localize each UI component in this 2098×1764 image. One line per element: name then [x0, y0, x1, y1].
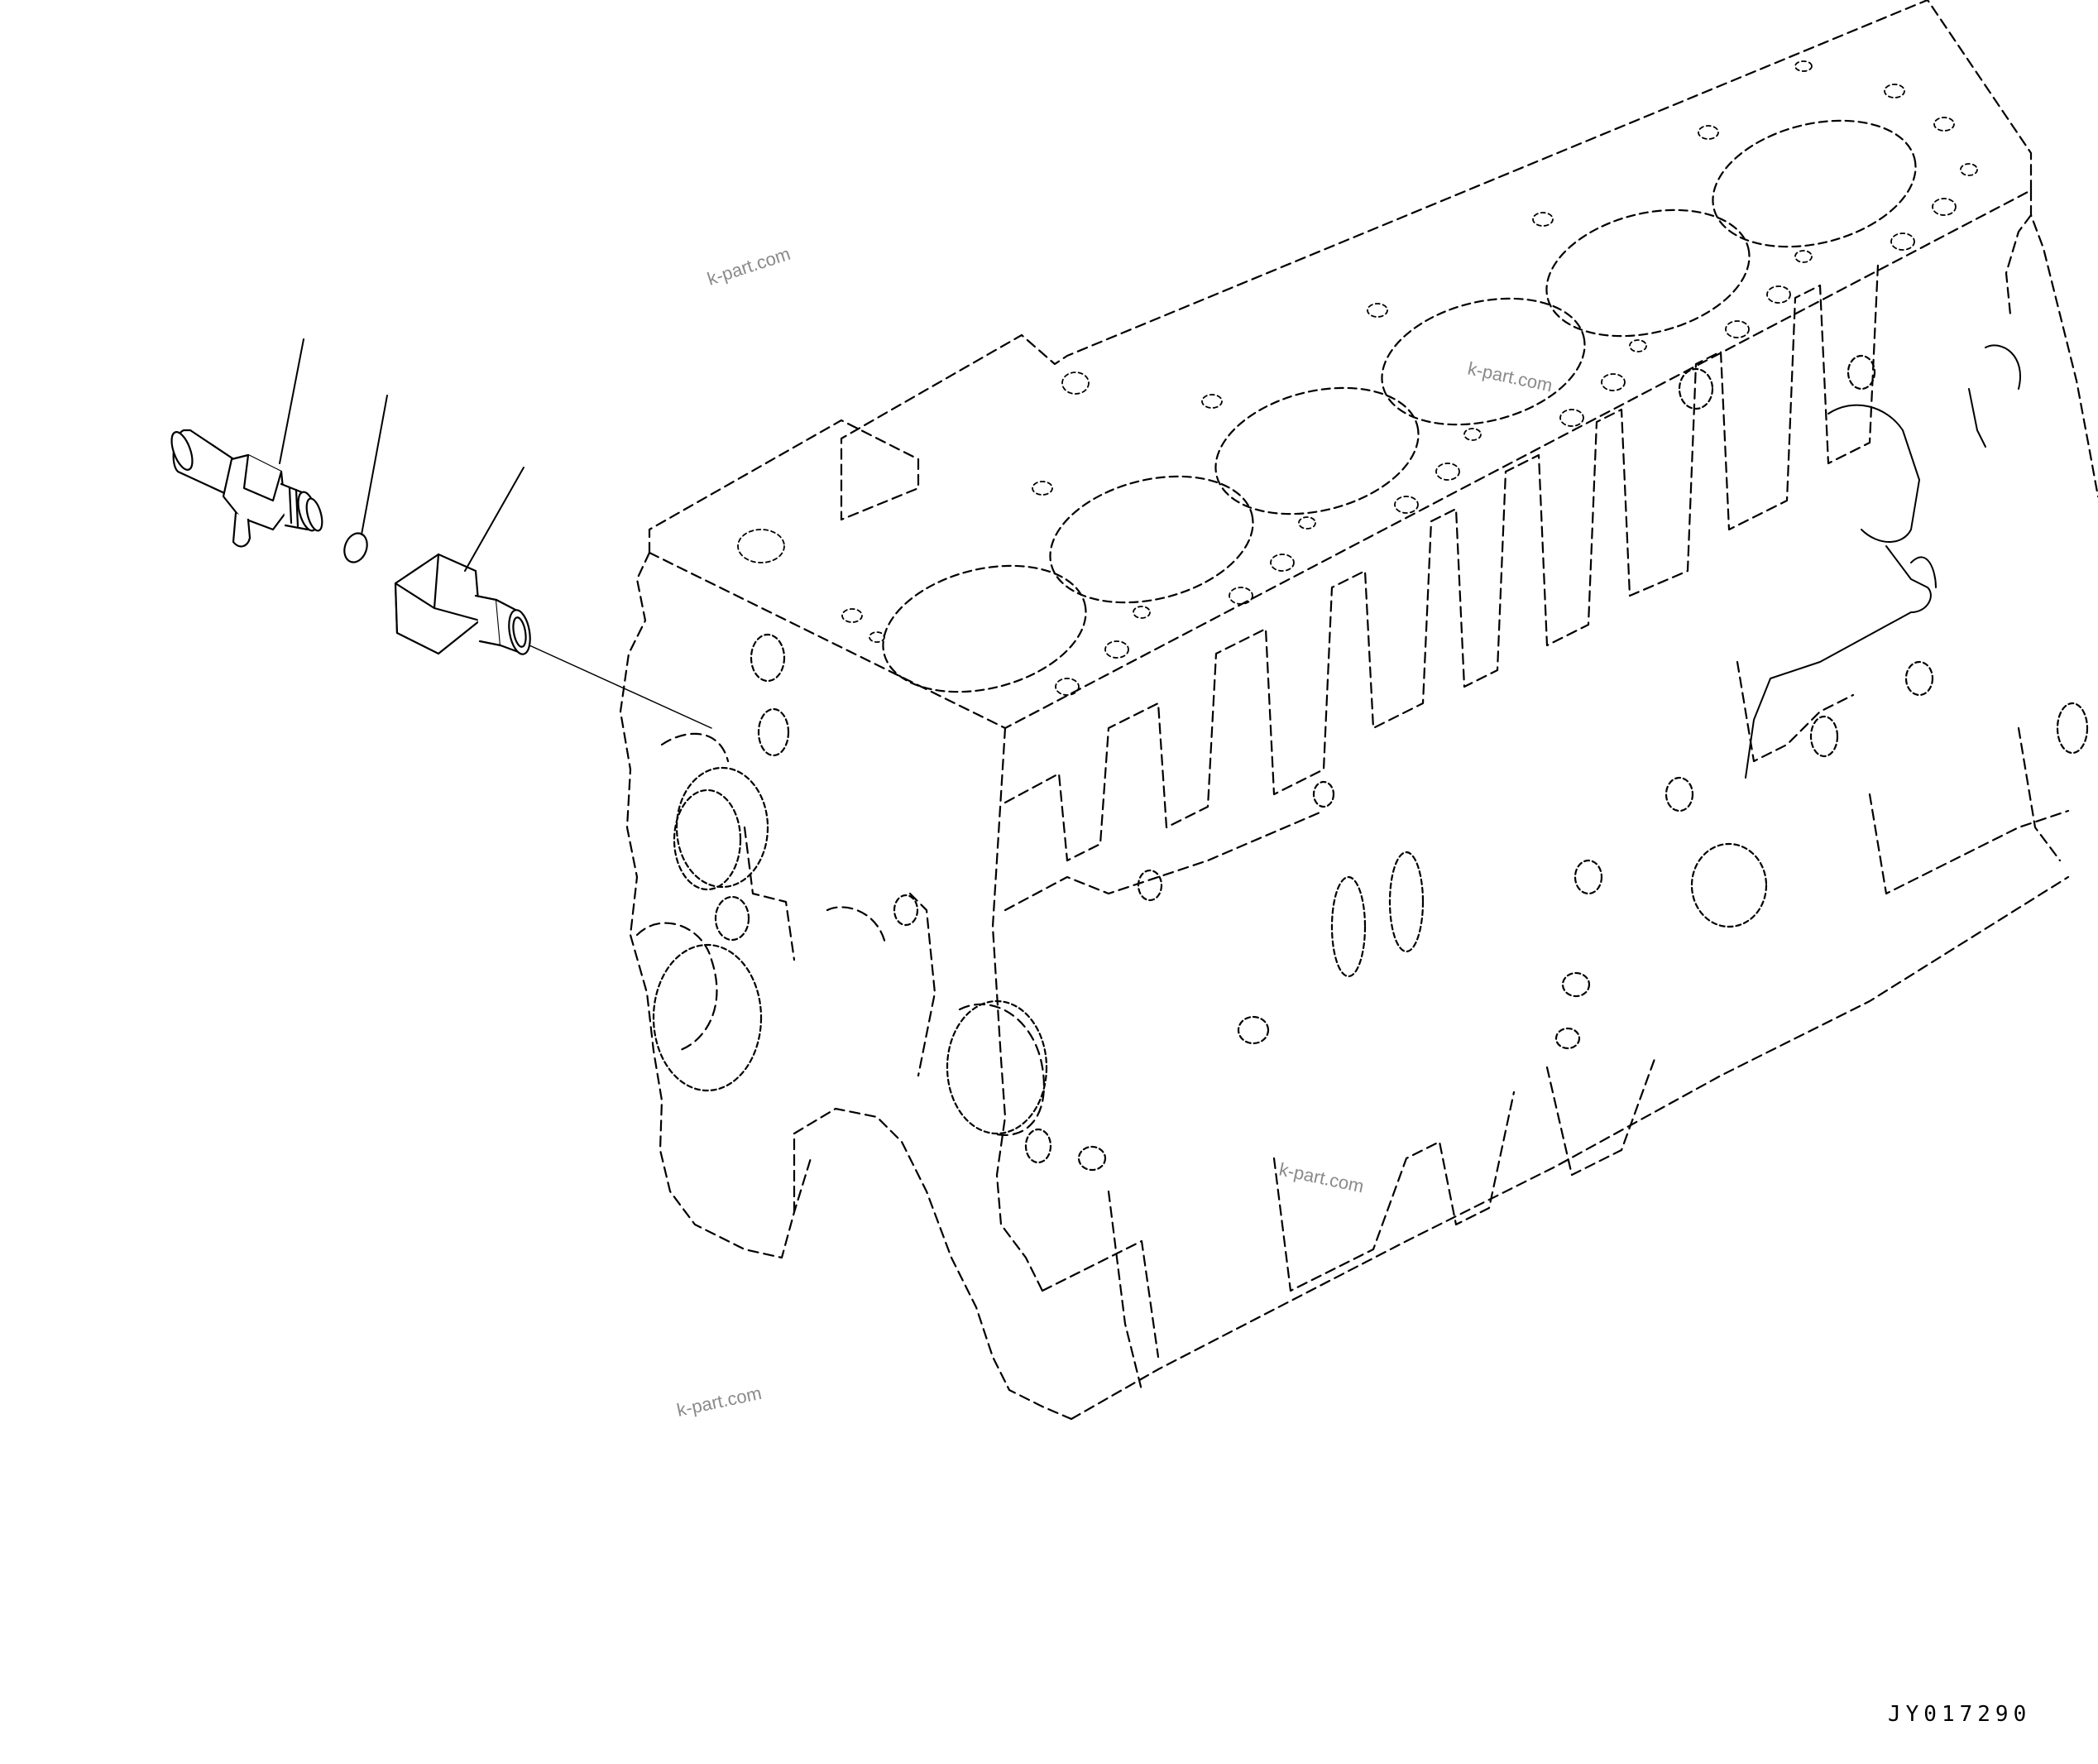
installation-line — [529, 645, 712, 729]
adapter-fitting-icon — [394, 553, 531, 655]
o-ring-icon — [343, 532, 368, 563]
leader-lines — [279, 338, 524, 572]
drawing-code: JY017290 — [1888, 1702, 2031, 1727]
sensor-icon — [170, 429, 323, 548]
front-face-holes — [652, 633, 1052, 1164]
manifold-bracket — [1745, 344, 2021, 779]
watermark-3: k-part.com — [1277, 1158, 1366, 1196]
deck-holes — [737, 60, 1978, 696]
watermark-2: k-part.com — [1466, 357, 1554, 395]
cylinder-block-icon — [619, 0, 2098, 1421]
watermark-4: k-part.com — [675, 1383, 764, 1421]
cylinder-bores — [882, 119, 1917, 693]
watermark-1: k-part.com — [705, 243, 793, 290]
side-face-bosses — [1077, 354, 2089, 1172]
